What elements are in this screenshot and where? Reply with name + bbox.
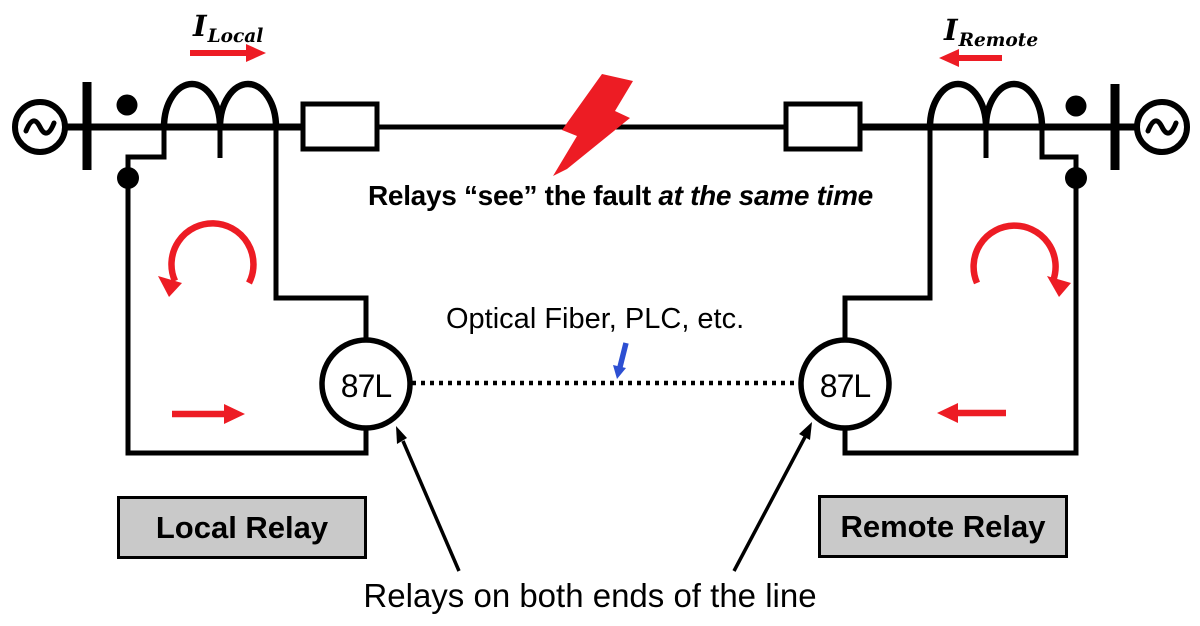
- ct-secondary-wire-right: [842, 127, 933, 340]
- ct-polarity-dot-right-top: [1065, 95, 1087, 117]
- relay-left-label: 87L: [340, 368, 392, 404]
- i-remote-label: IRemote: [944, 13, 1038, 50]
- pointer-arrow-left: [396, 426, 461, 572]
- current-arrow-local: [190, 44, 266, 62]
- breaker-right: [783, 101, 863, 152]
- ct-secondary-loop-left: [125, 129, 369, 456]
- ct-polarity-dot-left-top: [116, 94, 138, 116]
- breaker-left: [300, 101, 380, 152]
- ct-coil-right: [926, 80, 1046, 158]
- channel-label: Optical Fiber, PLC, etc.: [446, 303, 745, 335]
- rotation-arrow-left: [158, 220, 257, 297]
- fault-caption-italic: at the same time: [658, 180, 873, 211]
- i-local-symbol: I: [193, 9, 207, 43]
- ct-secondary-wire-left: [273, 127, 369, 340]
- relay-circle-right: [798, 337, 892, 431]
- relay-circle-left: [319, 337, 413, 431]
- i-remote-symbol: I: [944, 13, 958, 47]
- fault-caption: Relays “see” the fault at the same time: [368, 180, 873, 212]
- pointer-arrow-right: [732, 422, 812, 572]
- relay-right-label: 87L: [819, 368, 871, 404]
- remote-relay-box: Remote Relay: [818, 495, 1068, 558]
- local-relay-box: Local Relay: [117, 496, 367, 559]
- loop-current-arrow-right: [937, 403, 1006, 423]
- ct-coil-left: [160, 80, 280, 158]
- fault-lightning-icon: [553, 74, 633, 176]
- i-remote-subscript: Remote: [958, 29, 1039, 51]
- ac-source-right-icon: [1134, 99, 1190, 155]
- ac-source-left-icon: [12, 99, 68, 155]
- ct-polarity-dot-right-bottom: [1065, 167, 1087, 189]
- bottom-caption: Relays on both ends of the line: [363, 577, 817, 614]
- ct-polarity-dot-left-bottom: [117, 167, 139, 189]
- i-local-subscript: Local: [207, 25, 264, 47]
- rotation-arrow-right: [970, 222, 1071, 297]
- loop-current-arrow-left: [172, 404, 245, 424]
- i-local-label: ILocal: [193, 9, 263, 46]
- current-arrow-remote: [939, 49, 1002, 67]
- ct-secondary-loop-right: [842, 129, 1079, 456]
- fault-caption-regular: Relays “see” the fault: [368, 180, 659, 211]
- comm-pointer-arrow-blue: [613, 342, 629, 379]
